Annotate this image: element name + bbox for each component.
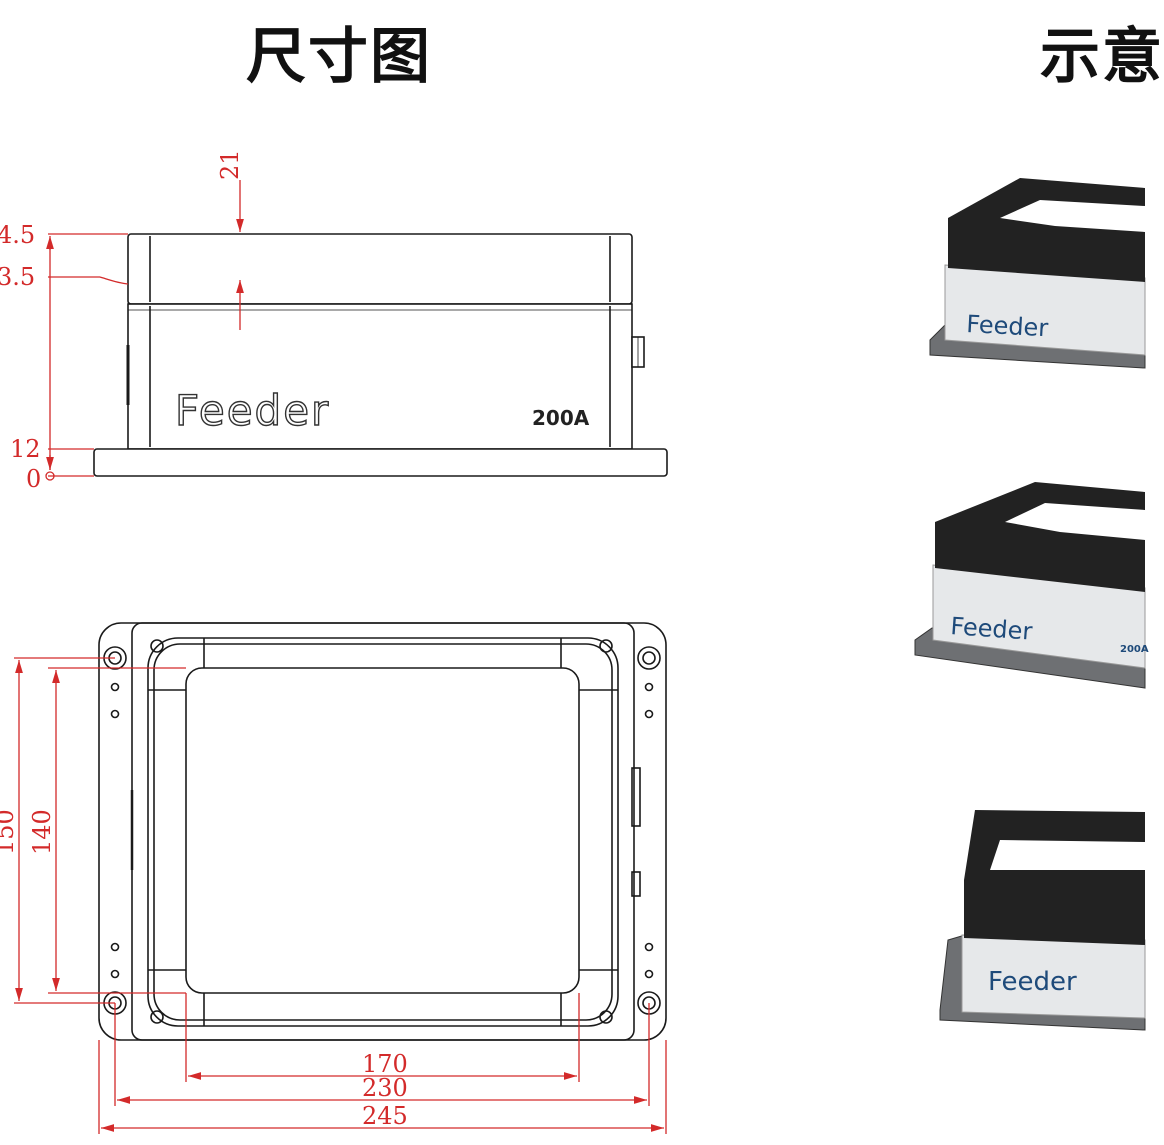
side-brand-label: Feeder bbox=[175, 386, 330, 435]
dim-12: 12 bbox=[10, 435, 41, 463]
dim-top-21: 21 bbox=[216, 149, 244, 180]
dim-170: 170 bbox=[362, 1050, 408, 1078]
side-dimension-lines bbox=[45, 180, 244, 481]
dim-4-5: 4.5 bbox=[0, 221, 35, 249]
top-view bbox=[98, 622, 667, 1041]
dimension-drawing-title: 尺寸图 bbox=[246, 22, 432, 92]
render-2-model: 200A bbox=[1120, 644, 1149, 655]
illustration-title: 示意 bbox=[1040, 22, 1164, 92]
top-dimension-lines bbox=[14, 657, 667, 1134]
dim-150: 150 bbox=[0, 809, 19, 855]
render-1 bbox=[929, 178, 1146, 369]
side-lid bbox=[127, 233, 633, 305]
render-3 bbox=[939, 810, 1146, 1031]
render-2-brand: Feeder bbox=[950, 612, 1034, 646]
top-outer-plate bbox=[98, 622, 667, 1041]
side-view bbox=[93, 233, 668, 477]
render-2 bbox=[914, 482, 1146, 689]
dim-0: 0 bbox=[26, 465, 41, 493]
side-base bbox=[93, 448, 668, 477]
render-3-brand: Feeder bbox=[988, 967, 1077, 997]
dim-140: 140 bbox=[28, 809, 56, 855]
render-1-brand: Feeder bbox=[966, 310, 1049, 342]
dim-245: 245 bbox=[362, 1102, 408, 1130]
dim-3-5: 3.5 bbox=[0, 263, 35, 291]
dim-230: 230 bbox=[362, 1074, 408, 1102]
side-model-label: 200A bbox=[532, 406, 590, 430]
top-inner-opening bbox=[185, 667, 580, 994]
